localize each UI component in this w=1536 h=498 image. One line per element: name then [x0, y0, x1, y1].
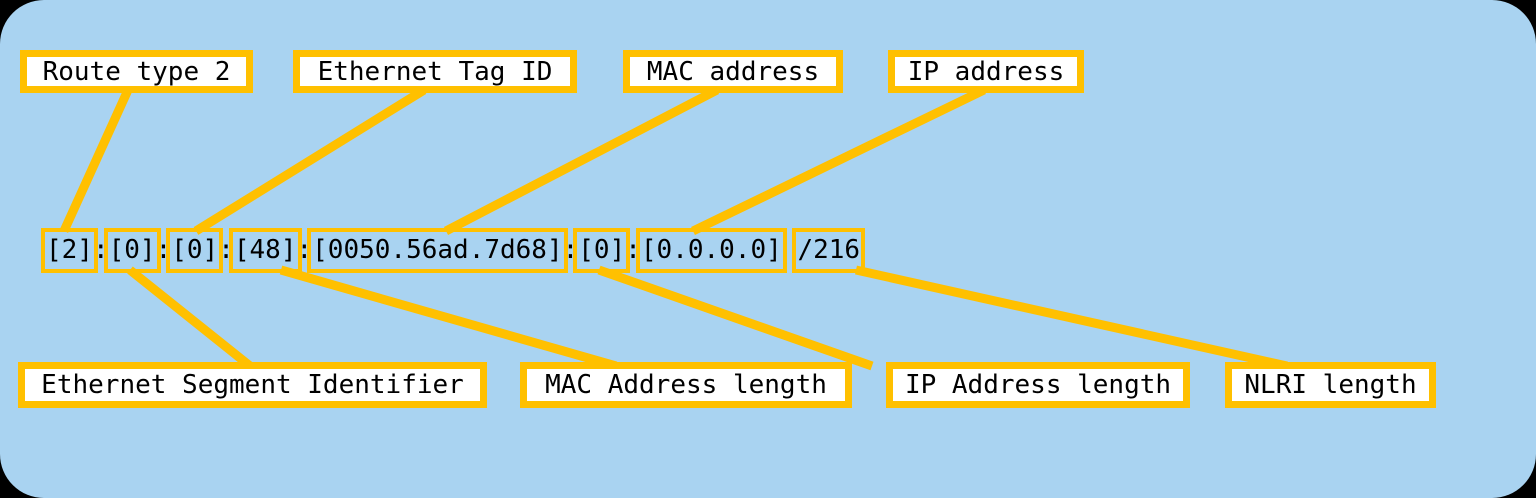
line-ethernet-tag-id [193, 86, 427, 235]
label-ip-address: IP address [888, 50, 1084, 93]
line-nlri-length [855, 265, 1288, 371]
segment-ethernet-tag-id: [0] [166, 228, 224, 273]
label-ip-address-length: IP Address length [886, 362, 1190, 408]
segment-mac-address-length: [48] [228, 228, 302, 273]
line-mac-address-length [279, 265, 618, 371]
segment-ip-address-length: [0] [573, 228, 631, 273]
label-mac-address: MAC address [623, 50, 843, 93]
label-route-type: Route type 2 [20, 50, 253, 93]
evpn-route-string: [2] : [0] : [0] : [48] : [0050.56ad.7d68… [41, 228, 866, 273]
line-mac-address [443, 86, 720, 235]
label-ethernet-tag-id: Ethernet Tag ID [293, 50, 577, 93]
segment-ip-address: [0.0.0.0] [635, 228, 787, 273]
label-ethernet-segment-identifier: Ethernet Segment Identifier [18, 362, 487, 408]
segment-ethernet-segment-identifier: [0] [103, 228, 161, 273]
line-route-type [59, 88, 133, 233]
segment-nlri-length: /216 [792, 228, 866, 273]
line-ip-address [691, 85, 986, 236]
label-nlri-length: NLRI length [1225, 362, 1436, 408]
line-ethernet-segment-identifier [127, 266, 253, 370]
segment-route-type: [2] [41, 228, 98, 273]
label-mac-address-length: MAC Address length [520, 362, 852, 408]
line-ip-address-length [597, 265, 874, 371]
segment-mac-address: [0050.56ad.7d68] [307, 228, 568, 273]
